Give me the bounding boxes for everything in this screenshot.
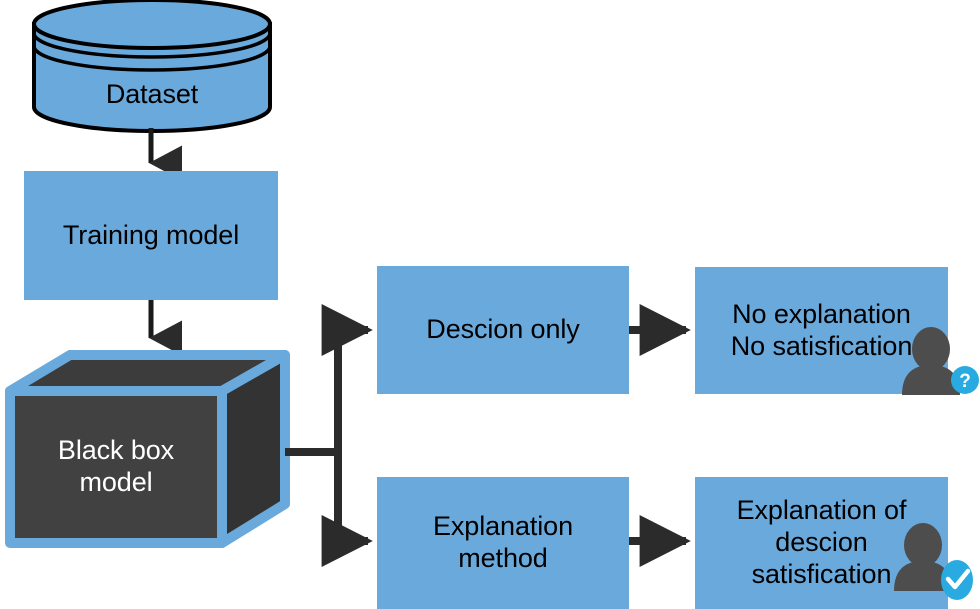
check-badge bbox=[941, 560, 973, 600]
person-head bbox=[912, 327, 950, 371]
node-no-explanation[interactable] bbox=[695, 267, 948, 394]
node-explanation-method[interactable] bbox=[377, 477, 629, 609]
node-black-box-model[interactable] bbox=[5, 350, 290, 548]
question-badge-circle bbox=[951, 366, 979, 394]
question-badge: ? bbox=[951, 366, 979, 394]
person-head bbox=[904, 523, 942, 567]
cylinder-ridge-2 bbox=[32, 45, 272, 72]
check-badge-glyph bbox=[945, 568, 971, 590]
cylinder-body bbox=[32, 22, 272, 133]
cube-right-face bbox=[217, 350, 290, 548]
person-icon-satisfied bbox=[894, 523, 952, 591]
person-icon-unsatisfied bbox=[902, 327, 960, 395]
person-shoulders bbox=[894, 561, 952, 591]
edge-blackbox-split bbox=[285, 304, 373, 567]
question-badge-glyph: ? bbox=[959, 371, 971, 392]
node-dataset[interactable] bbox=[32, 0, 272, 133]
cube-front-face bbox=[5, 386, 227, 548]
cylinder-top-ellipse bbox=[32, 0, 272, 50]
node-descion-only[interactable] bbox=[377, 266, 629, 394]
node-training-model[interactable] bbox=[24, 171, 278, 300]
check-badge-shield bbox=[941, 560, 973, 600]
person-shoulders bbox=[902, 365, 960, 395]
cylinder-ridge-1 bbox=[32, 32, 272, 59]
